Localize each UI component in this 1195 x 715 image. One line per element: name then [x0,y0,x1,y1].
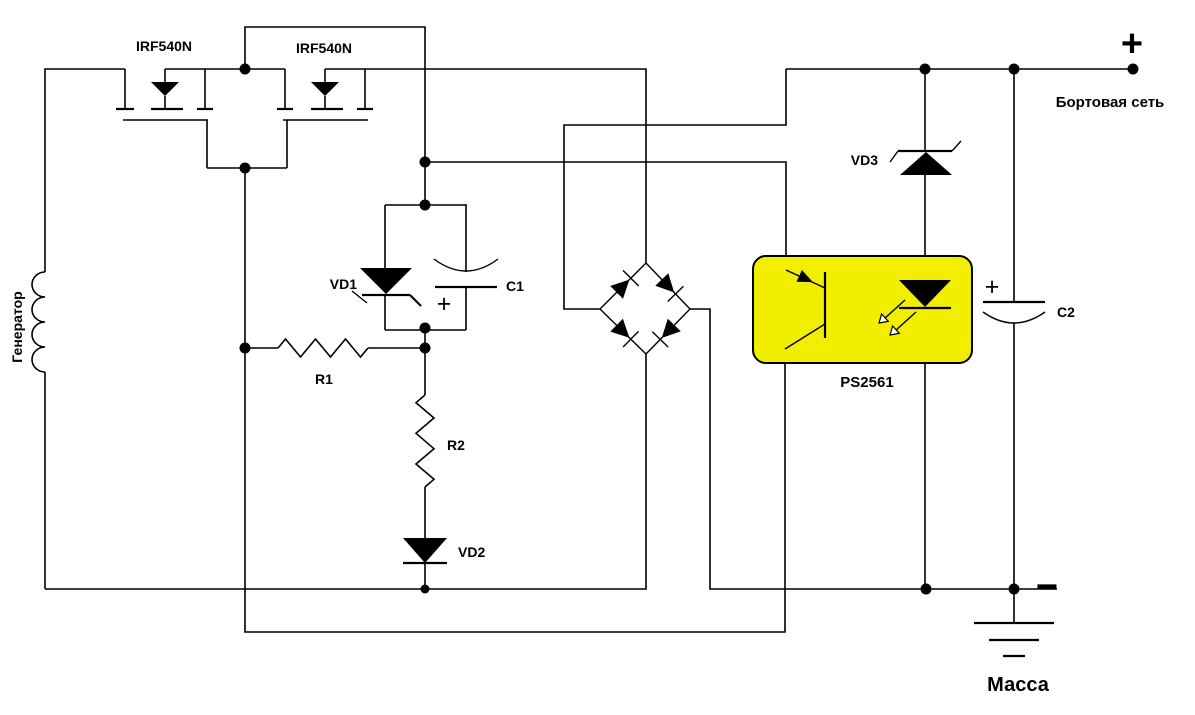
vd3-zener-ticks [889,140,962,163]
wire-left-rail [44,68,125,589]
c1-polarity-sign: + [437,290,452,318]
junction-dot [419,199,431,211]
junction-dot [919,63,931,75]
opto-light-arrow-2-head [889,324,901,336]
junction-dot [420,584,430,594]
wire-bridge-left-to-plus [563,69,787,310]
vd1-label: VD1 [330,276,357,292]
vd1-cathode-bar [362,293,422,307]
r2-label: R2 [447,437,465,453]
opto-light-arrow-2-tail [894,311,917,332]
bridge-diode-bottom-left-icon [610,318,630,338]
generator-coil [31,271,46,373]
mosfet2-channel [283,119,368,168]
wire-ground-left [45,354,647,590]
c2-bottom-plate-curve [982,311,1046,324]
c2-capacitor: + C2 [982,273,1075,324]
minus-sign: − [1036,566,1058,608]
junction-dot [239,162,251,174]
mosfet1-label: IRF540N [136,38,192,54]
bridge-diode-top-right-icon [655,273,675,293]
phototransistor [784,269,827,350]
r1-zigzag [277,337,369,359]
bridge-diode-top-right-bar [667,285,684,303]
negative-terminal: − [1036,566,1058,608]
optocoupler-label: PS2561 [840,374,893,391]
generator-label: Генератор [9,291,25,362]
bridge-diode-top-left-bar [622,269,640,287]
phototransistor-arrow-icon [796,270,813,283]
opto-led-triangle-icon [899,280,951,307]
mosfet1-channel [123,119,208,168]
phototransistor-emitter [784,323,826,350]
r1-label: R1 [315,371,333,387]
r1-resistor: R1 [277,337,369,387]
mosfet-2: IRF540N [277,40,373,168]
bridge-diode-bottom-left-bar [622,330,639,348]
positive-terminal: + Бортовая сеть [1056,23,1165,111]
junction-dot [1008,63,1020,75]
bridge-diode-top-left-icon [610,279,630,299]
vd1-pointer-line [351,290,368,304]
junction-dot [920,583,932,595]
c1-capacitor: + C1 [433,258,524,318]
vd1-triangle-icon [360,268,412,294]
plus-sign: + [1121,23,1143,65]
mosfet2-body-diode-icon [311,82,339,96]
vd2-label: VD2 [458,544,485,560]
wires [44,26,1133,633]
junction-dot [419,156,431,168]
ground-label: Масса [987,674,1050,696]
wire-ground-right [690,308,1057,590]
board-net-label: Бортовая сеть [1056,94,1165,111]
vd2-diode: VD2 [403,538,485,565]
mosfet2-label: IRF540N [296,40,352,56]
c1-label: C1 [506,278,524,294]
junction-dots [239,63,1139,595]
generator: Генератор [9,271,46,373]
bridge-diode-bottom-right-bar [651,331,669,348]
c1-top-plate-curve [433,258,499,272]
diode-bridge [599,261,691,355]
c2-polarity-sign: + [985,273,1000,301]
mosfet1-body-diode-icon [151,82,179,96]
junction-dot [419,322,431,334]
opto-light-arrow-1-tail [883,299,906,320]
junction-dot [239,63,251,75]
r2-zigzag [414,394,436,488]
wire-top-box [244,26,426,205]
junction-dot [419,342,431,354]
wire-rail-to-bridge-top [325,68,647,263]
junction-dot [239,342,251,354]
ground-symbol: Масса [974,621,1054,696]
optocoupler: PS2561 [752,255,973,391]
wire-node-to-collector [425,161,787,270]
vd3-label: VD3 [851,152,878,168]
r2-resistor: R2 [414,394,465,488]
optocoupler-box [752,255,973,364]
junction-dot [1008,583,1020,595]
vd3-triangle-icon [900,152,952,175]
terminal-dot-positive [1127,63,1139,75]
bridge-diode-bottom-right-icon [661,318,681,338]
vd3-zener-diode: VD3 [851,140,962,175]
mosfet-1: IRF540N [116,38,213,168]
vd2-triangle-icon [403,538,447,563]
opto-led [878,280,951,336]
c2-label: C2 [1057,304,1075,320]
opto-light-arrow-1-head [878,312,890,324]
vd1-zener-diode: VD1 [330,268,422,307]
